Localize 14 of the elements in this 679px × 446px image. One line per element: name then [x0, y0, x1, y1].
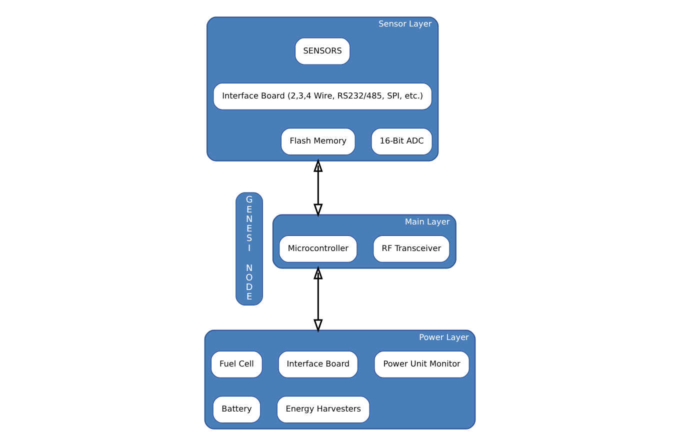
- node-box: Interface Board: [278, 350, 358, 378]
- node-box: Flash Memory: [280, 128, 356, 156]
- node-box: SENSORS: [294, 38, 350, 65]
- arrow: [312, 158, 322, 218]
- node-box: Power Unit Monitor: [374, 350, 470, 378]
- node-box: RF Transceiver: [372, 235, 450, 263]
- arrow: [312, 266, 322, 333]
- node-box: Fuel Cell: [210, 350, 262, 378]
- node-box: Energy Harvesters: [276, 396, 370, 424]
- node-box: 16-Bit ADC: [370, 128, 432, 156]
- node-box: GENESI NODE: [235, 192, 262, 306]
- node-box: Battery: [212, 396, 260, 424]
- node-box: Microcontroller: [278, 235, 357, 263]
- node-box: Interface Board (2,3,4 Wire, RS232/485, SPI, etc.): [212, 82, 432, 110]
